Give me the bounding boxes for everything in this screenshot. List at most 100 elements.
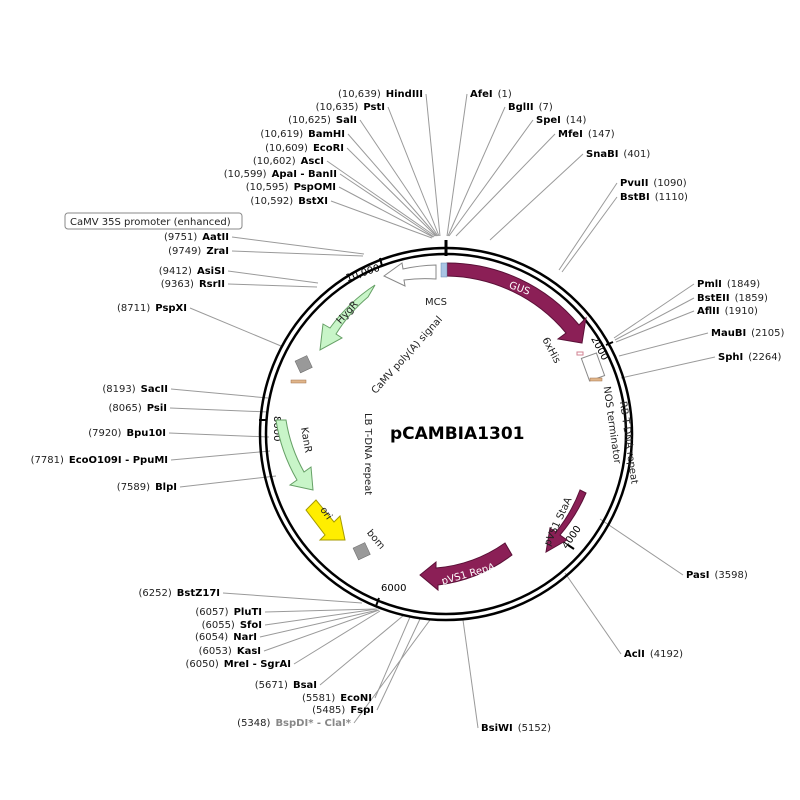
site-fspi: (5485)FspI xyxy=(312,705,374,716)
site-pos-afei: (1) xyxy=(498,89,512,100)
leader-econi xyxy=(374,616,411,699)
mcs-marker xyxy=(440,262,448,278)
site-pos-bamhi: (10,619) xyxy=(260,129,303,140)
site-zrai: (9749)ZraI xyxy=(168,246,229,257)
site-pos-zrai: (9749) xyxy=(168,246,201,257)
rb-repeat-marker xyxy=(589,377,603,382)
site-pos-sfoi: (6055) xyxy=(202,620,235,631)
site-pos-bsai: (5671) xyxy=(255,680,288,691)
site-name-hindiii: HindIII xyxy=(386,89,423,100)
lb-repeat-marker xyxy=(290,379,307,384)
leader-afei xyxy=(446,93,468,237)
site-nari: (6054) NarI xyxy=(195,632,257,643)
pvs1-repa-feature xyxy=(419,542,513,592)
leader-mrei-sgrai xyxy=(293,610,381,665)
site-pos-mrei-sgrai: (6050) xyxy=(185,659,218,670)
leader-zrai xyxy=(231,250,364,257)
site-pos-pmli: (1849) xyxy=(727,279,760,290)
site-name-sfoi: SfoI xyxy=(240,620,262,631)
site-name-sacii: SacII xyxy=(141,384,168,395)
camv-35s-label-box xyxy=(64,212,243,230)
site-name-bspdi-clai: BspDI* - ClaI* xyxy=(275,718,351,729)
site-name-bpu10i: Bpu10I xyxy=(126,428,166,439)
leader-bspdi-clai xyxy=(353,619,431,724)
leader-pvuii xyxy=(558,182,618,271)
site-pluti: (6057)PluTI xyxy=(195,607,262,618)
camv-polya-label: CaMV poly(A) signal xyxy=(370,315,445,397)
plasmid-title: pCAMBIA1301 xyxy=(390,424,524,444)
leader-snabi xyxy=(489,153,584,241)
site-name-psti: PstI xyxy=(363,102,385,113)
site-name-bstxi: BstXI xyxy=(298,196,328,207)
site-bglii: (7)BglII xyxy=(508,102,553,113)
site-pos-psii: (8065) xyxy=(108,403,141,414)
site-pos-sacii: (8193) xyxy=(102,384,135,395)
site-pos-kasi: (6053) xyxy=(199,646,232,657)
site-pos-bstz17i: (6252) xyxy=(138,588,171,599)
site-name-aflii: AflII xyxy=(697,306,720,317)
site-name-bsai: BsaI xyxy=(293,680,317,691)
site-name-blpi: BlpI xyxy=(155,482,177,493)
site-mrei-sgrai: (6050)MreI - SgrAI xyxy=(185,659,291,670)
site-name-rsrii: RsrII xyxy=(199,279,225,290)
site-name-aatii: AatII xyxy=(202,232,229,243)
site-bspdi-clai: (5348) BspDI* - ClaI* xyxy=(237,718,352,729)
site-name-sali: SalI xyxy=(336,115,357,126)
site-pos-ecori: (10,609) xyxy=(265,143,308,154)
site-mfei: (147)MfeI xyxy=(558,129,615,140)
site-pos-bpu10i: (7920) xyxy=(88,428,121,439)
6xhis-label: 6xHis xyxy=(539,336,562,366)
tick-10000 xyxy=(379,257,383,267)
tick-label-8000: 8000 xyxy=(271,416,282,441)
tick-label-6000: 6000 xyxy=(381,583,406,594)
site-name-nari: NarI xyxy=(233,632,257,643)
site-pasi: (3598)PasI xyxy=(686,570,748,581)
site-acli: (4192)AclI xyxy=(624,649,683,660)
camv-35s-label: CaMV 35S promoter (enhanced) xyxy=(70,217,231,228)
leader-sacii xyxy=(170,388,269,399)
hygr-label: HygR xyxy=(335,299,361,326)
site-name-sphi: SphI xyxy=(718,352,743,363)
site-name-bamhi: BamHI xyxy=(308,129,345,140)
site-bstbi: (1110)BstBI xyxy=(620,192,688,203)
leader-aatii xyxy=(231,236,365,255)
bom-feature xyxy=(352,542,371,561)
site-bstz17i: (6252) BstZ17I xyxy=(138,588,220,599)
site-pvuii: (1090)PvuII xyxy=(620,178,687,189)
site-name-bstz17i: BstZ17I xyxy=(177,588,220,599)
site-pos-bsiwi: (5152) xyxy=(518,723,551,734)
leader-asci xyxy=(326,160,436,237)
site-asci: (10,602)AscI xyxy=(253,156,324,167)
leader-sphi xyxy=(620,356,716,379)
site-blpi: (7589)BlpI xyxy=(117,482,177,493)
leader-rsrii xyxy=(227,283,318,288)
site-pos-bspdi-clai: (5348) xyxy=(237,718,270,729)
site-pos-pspomi: (10,595) xyxy=(246,182,289,193)
site-name-bglii: BglII xyxy=(508,102,534,113)
site-name-ecoo109i-ppumi: EcoO109I - PpuMI xyxy=(69,455,168,466)
site-pos-bstbi: (1110) xyxy=(655,192,688,203)
tick-6000 xyxy=(375,597,380,607)
leader-kasi xyxy=(263,609,380,652)
site-pos-snabi: (401) xyxy=(623,149,650,160)
site-aflii: (1910)AflII xyxy=(697,306,758,317)
site-pos-spei: (14) xyxy=(566,115,587,126)
kanr-label: KanR xyxy=(298,426,313,453)
site-bpu10i: (7920) Bpu10I xyxy=(88,428,166,439)
leader-spei xyxy=(448,119,534,237)
site-name-bsteii: BstEII xyxy=(697,293,730,304)
leader-bstxi xyxy=(330,200,433,239)
site-name-apai-banii: ApaI - BanII xyxy=(272,169,337,180)
site-pos-bstxi: (10,592) xyxy=(250,196,293,207)
site-pos-nari: (6054) xyxy=(195,632,228,643)
site-pos-econi: (5581) xyxy=(302,693,335,704)
camv-35s-feature xyxy=(383,262,437,287)
tick-label-10000: 10,000 xyxy=(345,263,382,284)
site-pspomi: (10,595) PspOMI xyxy=(246,182,336,193)
site-bsteii: (1859)BstEII xyxy=(697,293,768,304)
site-pos-pvuii: (1090) xyxy=(653,178,686,189)
site-name-spei: SpeI xyxy=(536,115,561,126)
leader-ecori xyxy=(346,147,437,237)
site-name-pspomi: PspOMI xyxy=(294,182,336,193)
